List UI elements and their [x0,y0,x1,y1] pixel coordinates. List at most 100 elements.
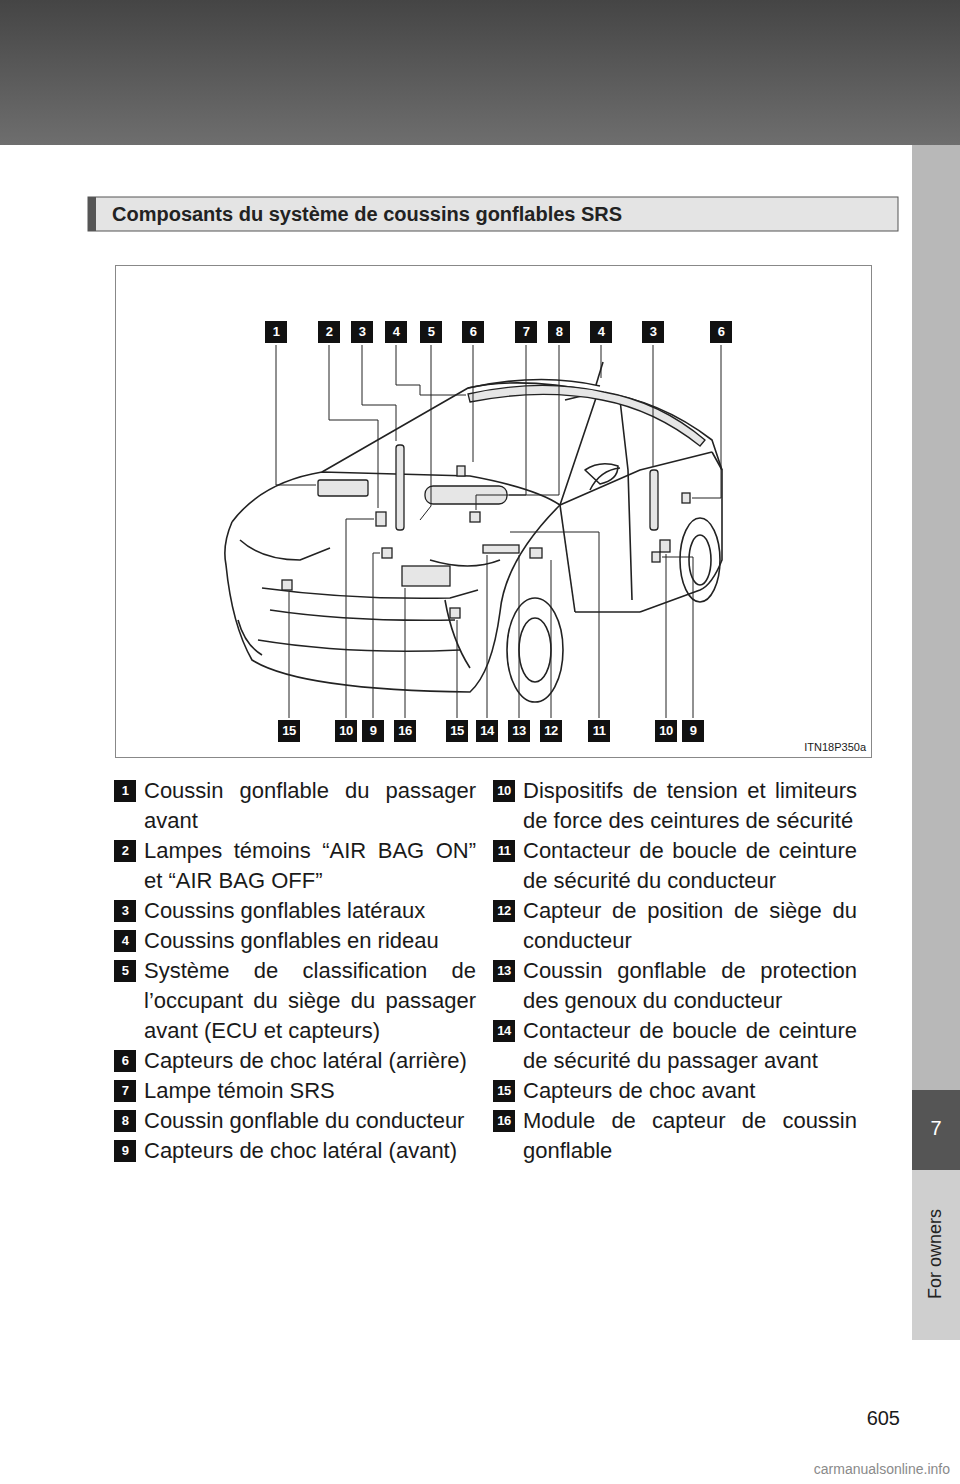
component-list: 1Coussin gonflable du passager avant2Lam… [114,776,476,1166]
header-band [0,0,960,145]
callout-number: 9 [362,720,384,742]
component-name: Dispositifs de tension et limiteurs de f… [523,776,857,836]
component-name: Lampes témoins “AIR BAG ON” et “AIR BAG … [144,836,476,896]
callout-number: 10 [493,780,515,802]
component-name: Coussin gonflable du passager avant [144,776,476,836]
title-bar [88,197,898,231]
list-item: 2 Lampes témoins “AIR BAG ON” et “AIR BAG… [114,836,476,896]
callout-number: 7 [114,1080,136,1102]
list-item: 14 Contacteur de boucle de ceinture de sé… [493,1016,857,1076]
callout-number: 2 [114,840,136,862]
callout-number: 16 [493,1110,515,1132]
callout-number: 13 [508,720,530,742]
component-name: Capteurs de choc latéral (arrière) [144,1046,467,1076]
callout-number: 6 [710,321,732,343]
seat-position-sensor [530,548,542,558]
side-airbag [650,470,658,530]
list-item: 16 Module de capteur de coussin gonflable [493,1106,857,1166]
callout-number: 11 [588,720,610,742]
srs-lamp [470,512,480,522]
list-item: 10 Dispositifs de tension et limiteurs de… [493,776,857,836]
component-name: Coussins gonflables latéraux [144,896,425,926]
seatbelt-pretensioner [660,540,670,552]
callout-number: 8 [548,321,570,343]
callout-number: 7 [515,321,537,343]
component-name: Lampe témoin SRS [144,1076,335,1106]
callout-number: 15 [493,1080,515,1102]
callout-number: 3 [642,321,664,343]
callout-number: 2 [318,321,340,343]
callout-number: 10 [655,720,677,742]
callout-number: 14 [476,720,498,742]
airbag-sensor-module [402,566,450,586]
page-number: 605 [820,1405,900,1431]
list-item: 3 Coussins gonflables latéraux [114,896,476,926]
callout-number: 4 [114,930,136,952]
list-item: 1 Coussin gonflable du passager avant [114,776,476,836]
list-item: 12 Capteur de position de siège du conduc… [493,896,857,956]
component-name: Capteurs de choc latéral (avant) [144,1136,457,1166]
component-name: Contacteur de boucle de ceinture de sécu… [523,1016,857,1076]
chapter-tab [912,1090,960,1170]
component-list: 10 Dispositifs de tension et limiteurs de… [493,776,857,1166]
seatbelt-pretensioner [376,512,386,526]
chapter-name: For owners [923,1179,947,1329]
list-item: 15 Capteurs de choc avant [493,1076,857,1106]
callout-number: 13 [493,960,515,982]
callout-number: 12 [493,900,515,922]
list-item: 5 Système de classification de l’occupant… [114,956,476,1046]
list-item: 6 Capteurs de choc latéral (arrière) [114,1046,476,1076]
component-name: Contacteur de boucle de ceinture de sécu… [523,836,857,896]
list-item: 13 Coussin gonflable de protection des ge… [493,956,857,1016]
figure-frame [116,266,872,758]
callout-number: 3 [114,900,136,922]
knee-airbag [483,545,519,553]
component-name: Coussins gonflables en rideau [144,926,439,956]
callout-number: 16 [394,720,416,742]
callout-number: 14 [493,1020,515,1042]
side-strip [912,145,960,1090]
callout-number: 1 [265,321,287,343]
figure-code: ITN18P350a [780,740,866,754]
component-name: Système de classification de l’occupant … [144,956,476,1046]
callout-number: 1 [114,780,136,802]
section-title: Composants du système de coussins gonfla… [112,200,892,228]
front-sensor [282,580,292,590]
callout-number: 6 [114,1050,136,1072]
callout-number: 15 [278,720,300,742]
leader-lines [276,345,721,718]
list-item: 4 Coussins gonflables en rideau [114,926,476,956]
side-sensor [652,552,660,562]
watermark: carmanualsonline.info [640,1460,950,1478]
passenger-airbag [318,480,368,496]
component-name: Coussin gonflable de protection des geno… [523,956,857,1016]
callout-number: 15 [446,720,468,742]
callout-number: 8 [114,1110,136,1132]
side-airbag [396,445,404,530]
component-name: Coussin gonflable du conducteur [144,1106,464,1136]
list-item: 9 Capteurs de choc latéral (avant) [114,1136,476,1166]
callout-number: 6 [462,321,484,343]
front-sensor [450,608,460,618]
callout-number: 5 [114,960,136,982]
callout-number: 4 [590,321,612,343]
chapter-tab-label [912,1170,960,1340]
callout-number: 12 [540,720,562,742]
list-item: 7 Lampe témoin SRS [114,1076,476,1106]
list-item: 11 Contacteur de boucle de ceinture de sé… [493,836,857,896]
callout-number: 9 [682,720,704,742]
callout-number: 11 [493,840,515,862]
title-accent [88,197,96,231]
callout-number: 9 [114,1140,136,1162]
curtain-airbag [468,385,705,446]
callout-number: 10 [335,720,357,742]
component-name: Capteurs de choc avant [523,1076,755,1106]
component-name: Capteur de position de siège du conducte… [523,896,857,956]
callout-number: 3 [351,321,373,343]
rear-side-sensor [682,493,690,503]
side-sensor [382,548,392,558]
callout-number: 5 [420,321,442,343]
chapter-number: 7 [912,1115,960,1141]
list-item: 8 Coussin gonflable du conducteur [114,1106,476,1136]
component-name: Module de capteur de coussin gonflable [523,1106,857,1166]
